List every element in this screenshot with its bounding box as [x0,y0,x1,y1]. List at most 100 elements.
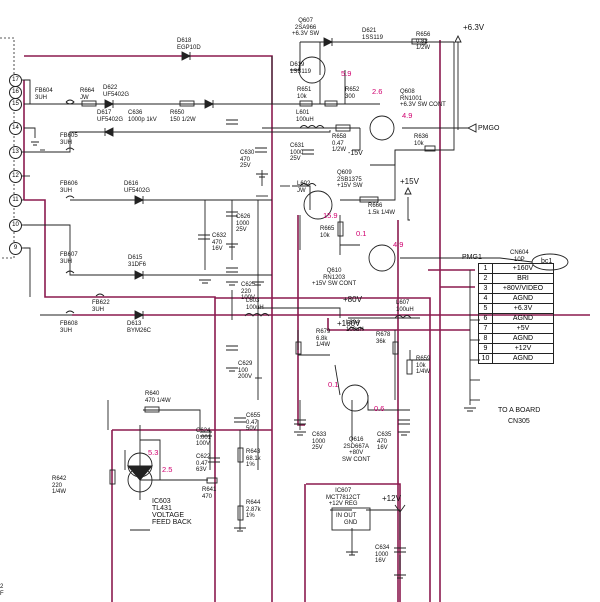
l603-ref: L603 [246,298,260,304]
r679-val2: 1/4W [316,342,331,348]
d621-label: D621 1SS119 [362,28,383,41]
c634-label: C634 1000 16V [375,545,389,565]
cn604-pin-number: 4 [478,293,493,304]
c630-val: 470 [240,156,251,163]
c631-val: 1000 [290,149,304,156]
q607-label: Q607 2SA966 +6.3V SW [292,18,319,38]
c626-ref: C626 [236,214,251,220]
voltage-q609-base: 15.9 [323,211,338,220]
q616-note1: +80V [349,450,364,456]
r664-label: R664 JW [80,88,94,101]
voltage-q619: 5.9 [341,69,352,78]
c655-label: C655 0.47 50V [246,413,260,433]
rail-160v: +160V [337,319,361,328]
voltage-q610-collector: 4.9 [393,240,404,249]
rail-80v: +80V [343,295,362,304]
c624-label: C624 0.001 100V [196,428,211,448]
c629-ref: C629 [238,361,253,367]
connector-pin-15: 15 [9,98,22,111]
q616-note2: SW CONT [342,456,371,463]
r659-label: R659 10k 1/4W [416,356,430,376]
l607-ref: L607 [396,300,410,306]
cn604-pin-number: 8 [478,333,493,344]
c655-val: 0.47 [246,419,258,426]
cn604-pin-number: 1 [478,263,493,274]
connector-pin-9: 9 [9,242,22,255]
fb606-ref: FB606 [60,181,78,187]
q616-part: 2SD667A [343,443,370,450]
ic607-ref: IC607 [335,488,352,494]
c635-label: C635 470 16V [377,432,391,452]
c632-val2: 16V [212,246,223,252]
r658-ref: R658 [332,134,347,140]
c631-ref: C631 [290,143,305,149]
c630-label: C630 470 25V [240,150,254,170]
c624-val2: 100V [196,441,211,447]
r636-label: R636 10k [414,134,428,147]
q610-label: Q610 RN1203 +15V SW CONT [312,268,356,288]
ic607-label: IC607 MCT7812CT +12V REG [326,488,360,508]
c635-val: 470 [377,438,388,445]
r644-label: R644 2.87k 1% [246,500,261,520]
fb604-ref: FB604 [35,88,53,94]
d619-label: D619 1SS119 [290,62,311,75]
c634-ref: C634 [375,545,390,551]
c635-val2: 16V [377,445,388,451]
q608-label: Q608 RN1001 +6.3V SW CONT [400,89,446,109]
ic603-desc2: FEED BACK [152,519,192,526]
rail-12v: +12V [382,494,401,503]
d616-ref: D616 [124,181,139,187]
ic607-desc: +12V REG [328,501,358,507]
d621-part: 1SS119 [362,34,383,41]
d619-part: 1SS119 [290,68,311,75]
c624-val: 0.001 [196,434,212,441]
r658-val: 0.47 [332,140,344,147]
r666-label: R666 1.5k 1/4W [368,203,395,216]
c631-val2: 25V [290,156,301,162]
r664-val: JW [80,94,89,101]
r650-label: R650 150 1/2W [170,110,196,123]
signal-pmg1: PMG1 [462,254,482,261]
fb608-label: FB608 3UH [60,321,78,334]
q607-part: 2SA966 [294,24,317,31]
q610-note: +15V SW CONT [312,281,357,287]
c634-val2: 16V [375,558,386,564]
c635-ref: C635 [377,432,392,438]
l607-label: L607 100uH [396,300,414,313]
cn604-pin-number: 5 [478,303,493,314]
l601-ref: L601 [296,110,310,116]
signal-bc1: bc1 [541,258,553,265]
r679-val: 6.8k [316,335,328,342]
d616-part: UF5402G [124,187,151,194]
rail-6v3: +6.3V [463,23,485,32]
d622-part: UF5402G [103,91,130,98]
d621-ref: D621 [362,28,377,34]
cn604-row: 3+80V/VIDEO [478,283,554,294]
l602-val: JW [297,187,306,194]
r651-label: R651 10k [297,87,311,100]
cn604-pin-signal: +160V [492,263,554,274]
cn604-pin-number: 10 [478,353,493,364]
fb608-val: 3UH [60,327,73,334]
r640-val: 470 1/4W [145,397,171,404]
c632-val: 470 [212,239,223,246]
r679-ref: R679 [316,329,331,335]
r643-ref: R643 [246,449,261,455]
corner-note: 2 F [0,584,4,597]
rail-neg15v: -15V [348,150,363,157]
fb605-ref: FB605 [60,133,78,139]
cn604-row: 9+12V [478,343,554,354]
c626-val: 1000 [236,220,250,227]
r659-val2: 1/4W [416,369,431,375]
corner-note-2: F [0,590,4,597]
c655-val2: 50V [246,426,257,432]
voltage-q610-base: 0.1 [356,229,367,238]
fb604-label: FB604 3UH [35,88,53,101]
r642-val: 220 [52,482,63,489]
cn604-pin-number: 2 [478,273,493,284]
cn604-pin-signal: +12V [492,343,554,354]
q610-ref: Q610 [326,268,342,274]
d613-ref: D613 [127,321,142,327]
